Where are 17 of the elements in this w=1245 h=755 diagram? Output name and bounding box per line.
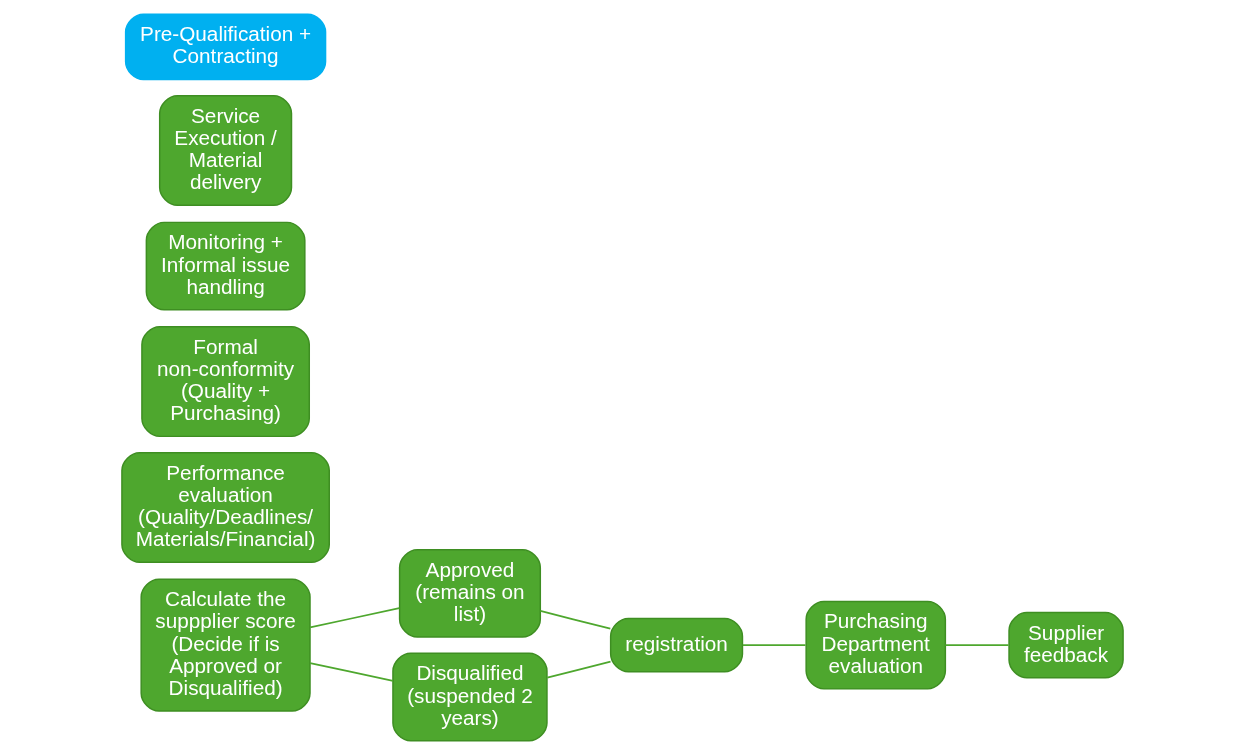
connector: [741, 644, 807, 647]
node-box: Pre-Qualification + Contracting: [124, 13, 327, 81]
node-box: Formal non-conformity (Quality + Purchasing): [141, 326, 310, 438]
node-box: Supplier feedback: [1008, 611, 1124, 679]
node-box: Service Execution / Material delivery: [158, 95, 293, 207]
connector: [546, 660, 612, 679]
node-box: Approved (remains on list): [398, 548, 542, 638]
node-box: registration: [609, 617, 744, 673]
node-box: Performance evaluation (Quality/Deadlines/ Materials/Financial): [121, 451, 330, 563]
node-box: Monitoring + Informal issue handling: [145, 221, 306, 311]
node-box: Calculate the suppplier score (Decide if is Approved or Disqualified): [140, 578, 311, 712]
connector: [539, 610, 612, 630]
connector: [309, 607, 401, 629]
node-box: Disqualified (suspended 2 years): [392, 652, 548, 742]
node-box: Purchasing Department evaluation: [805, 600, 947, 690]
connector: [944, 644, 1010, 647]
connector: [309, 662, 394, 682]
